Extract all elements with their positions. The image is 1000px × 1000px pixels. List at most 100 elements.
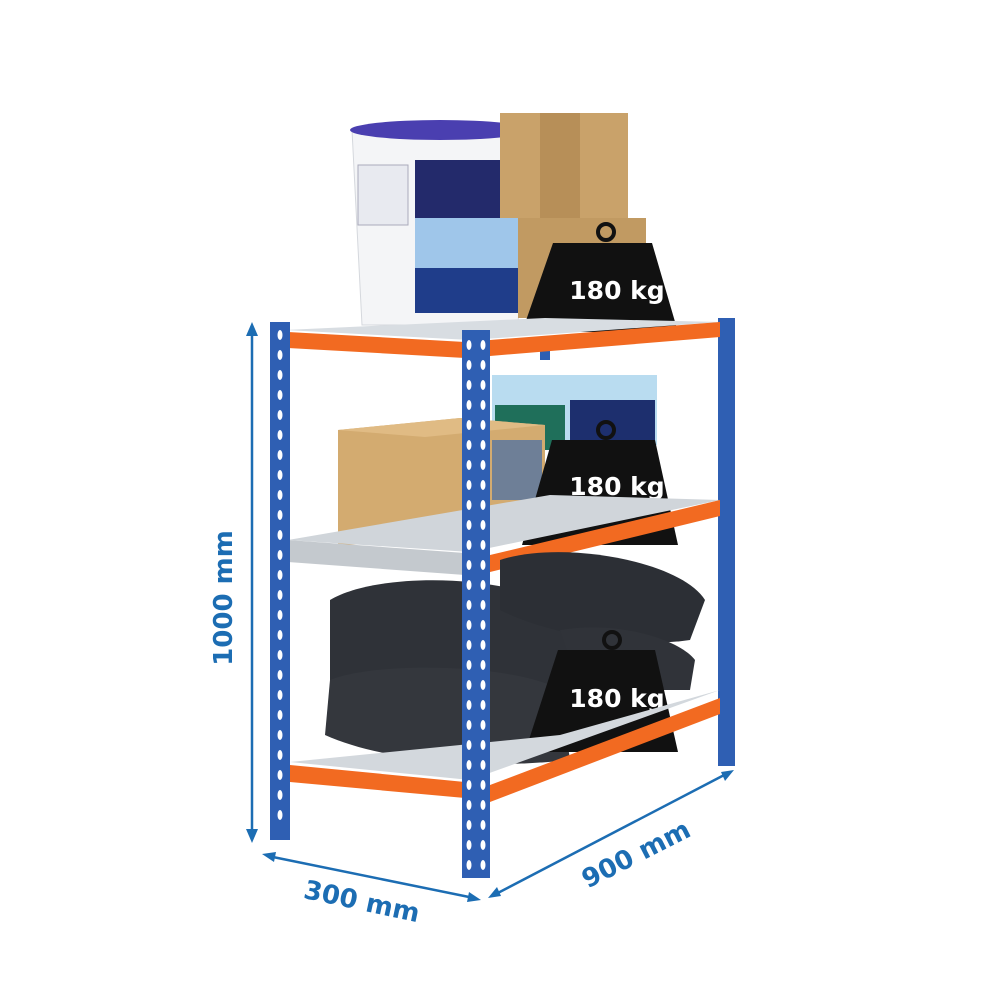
upright-slot [277,510,283,520]
upright-slot [480,400,486,410]
upright-slot [480,460,486,470]
height-label: 1000 mm [209,530,239,666]
upright-back-right [718,318,735,766]
upright-slot [466,640,472,650]
weight-top: 180 kg [522,222,678,332]
upright-slot [277,750,283,760]
dimension-depth [262,852,481,902]
upright-slot [277,330,283,340]
upright-slot [480,680,486,690]
upright-slot [277,650,283,660]
upright-slot [466,860,472,870]
upright-slot [277,710,283,720]
top-beam-short [288,332,465,358]
upright-slot [277,790,283,800]
upright-slot [480,840,486,850]
upright-slot [277,350,283,360]
upright-slot [480,500,486,510]
middle-shelf-edge [288,540,465,575]
upright-slot [277,430,283,440]
weight-label: 180 kg [569,684,664,713]
upright-slot [466,480,472,490]
upright-slot [277,570,283,580]
upright-slot [466,380,472,390]
upright-slot [466,840,472,850]
upright-slot [466,460,472,470]
upright-front-left [270,322,290,840]
paint-bucket [350,120,530,326]
upright-slot [277,590,283,600]
upright-slot [277,450,283,460]
weight-label: 180 kg [569,276,664,305]
upright-slot [480,700,486,710]
upright-slot [480,560,486,570]
upright-slot [466,360,472,370]
upright-slot [480,520,486,530]
upright-slot [466,340,472,350]
dimension-height [246,322,258,843]
upright-slot [466,560,472,570]
upright-slot [480,780,486,790]
upright-slot [480,580,486,590]
upright-slot [277,470,283,480]
upright-slot [277,390,283,400]
upright-slot [480,660,486,670]
width-label: 900 mm [577,815,695,895]
upright-slot [466,820,472,830]
upright-slot [466,620,472,630]
upright-slot [466,800,472,810]
weight-bottom: 180 kg [525,630,678,752]
upright-slot [480,360,486,370]
middle-shelf-deck [288,495,720,552]
upright-slot [480,480,486,490]
upright-slot [480,860,486,870]
upright-slot [277,530,283,540]
upright-front-right [462,330,490,878]
upright-slot [480,720,486,730]
upright-slot [277,630,283,640]
top-beam-long [490,322,720,356]
upright-slot [466,580,472,590]
upright-slot [480,420,486,430]
upright-slot [480,640,486,650]
upright-slot [277,550,283,560]
upright-slot [480,440,486,450]
upright-slot [466,740,472,750]
upright-slot [277,610,283,620]
upright-slot [277,370,283,380]
dimension-width [488,770,734,898]
upright-slot [466,780,472,790]
upright-slot [480,620,486,630]
upright-slot [277,670,283,680]
top-shelf-deck [285,318,720,340]
upright-slot [277,490,283,500]
upright-slot [277,810,283,820]
upright-slot [277,410,283,420]
upright-slot [466,600,472,610]
upright-slot [480,820,486,830]
upright-slot [466,440,472,450]
upright-slot [480,800,486,810]
upright-slot [480,740,486,750]
upright-slot [466,720,472,730]
bottom-beam-short [290,765,465,798]
upright-slot [480,380,486,390]
upright-slot [466,680,472,690]
upright-slot [277,690,283,700]
upright-slot [466,760,472,770]
upright-slot [466,540,472,550]
upright-slot [466,420,472,430]
upright-slot [277,730,283,740]
upright-slot [480,340,486,350]
upright-slot [480,540,486,550]
upright-slot [466,500,472,510]
upright-slot [277,770,283,780]
upright-slot [480,600,486,610]
bottom-shelf-deck [290,690,720,780]
upright-slot [466,520,472,530]
upright-slot [466,700,472,710]
upright-slot [480,760,486,770]
bottom-beam-long [490,698,720,802]
